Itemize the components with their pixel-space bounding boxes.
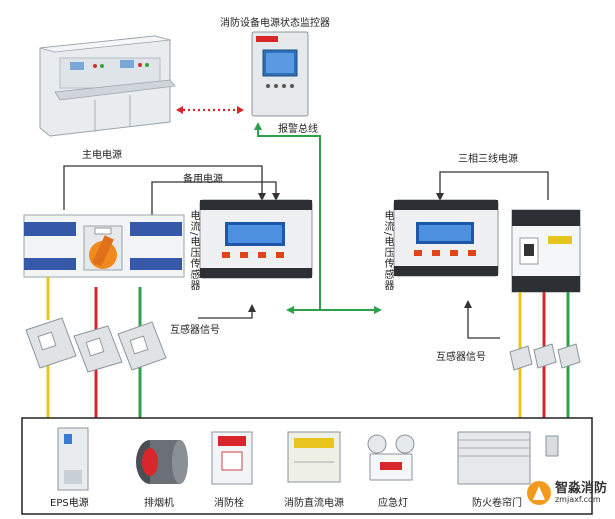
watermark: 智淼消防 zmjaxf.com	[526, 480, 607, 505]
three-phase-label: 三相三线电源	[458, 154, 518, 165]
main-power-label: 主电电源	[82, 150, 122, 161]
current-transformer-icon	[25, 317, 581, 373]
dc-power-box-icon	[287, 431, 341, 483]
fire-shutter-door-icon	[457, 431, 559, 485]
device-label-emergency-light: 应急灯	[378, 498, 408, 509]
sensor-right-label: 电流/电压传感器	[382, 210, 393, 292]
transfer-switch-icon	[23, 214, 185, 278]
backup-power-label: 备用电源	[183, 174, 223, 185]
device-label-fan: 排烟机	[144, 498, 174, 509]
power-status-monitor-icon	[251, 31, 309, 117]
device-label-eps: EPS电源	[50, 498, 89, 509]
device-label-dc-power: 消防直流电源	[284, 498, 344, 509]
monitor-title: 消防设备电源状态监控器	[220, 18, 330, 29]
fire-hydrant-box-icon	[211, 431, 253, 485]
ct-signal-right-label: 互感器信号	[436, 352, 486, 363]
sensor-right-icon	[393, 199, 499, 277]
emergency-light-icon	[367, 434, 415, 481]
circuit-breaker-icon	[511, 209, 581, 293]
sensor-left-icon	[199, 199, 313, 279]
watermark-url: zmjaxf.com	[554, 494, 601, 504]
device-label-shutter: 防火卷帘门	[472, 498, 522, 509]
ct-signal-left-label: 互感器信号	[170, 325, 220, 336]
brand-logo-icon	[526, 481, 551, 505]
alarm-bus-label: 报警总线	[278, 124, 318, 135]
smoke-exhaust-fan-icon	[136, 440, 188, 484]
sensor-left-label: 电流/电压传感器	[188, 210, 199, 292]
eps-cabinet-icon	[57, 427, 89, 491]
watermark-name: 智淼消防	[554, 480, 607, 496]
main-power-console-icon	[39, 35, 176, 137]
device-label-hydrant: 消防栓	[214, 498, 244, 509]
